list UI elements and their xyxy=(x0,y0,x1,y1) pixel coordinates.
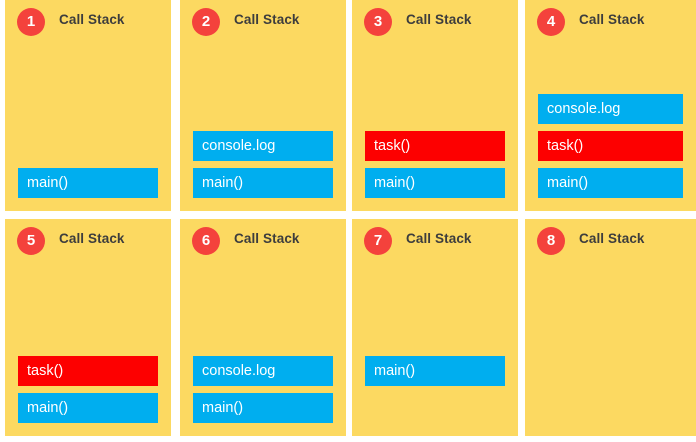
panel-title: Call Stack xyxy=(579,12,645,27)
step-number-badge: 4 xyxy=(537,8,565,36)
stack-frame[interactable]: main() xyxy=(193,393,333,423)
stack-frame-empty xyxy=(365,393,505,423)
panel-header: 3 Call Stack xyxy=(364,8,510,38)
stack-frame[interactable]: main() xyxy=(18,393,158,423)
step-number-badge: 6 xyxy=(192,227,220,255)
panel-title: Call Stack xyxy=(579,231,645,246)
call-stack-panel: 5 Call Stack task() main() xyxy=(5,219,171,436)
stack-frame[interactable]: console.log xyxy=(193,356,333,386)
panel-header: 5 Call Stack xyxy=(17,227,163,257)
stack-frame[interactable]: console.log xyxy=(538,94,683,124)
panel-header: 6 Call Stack xyxy=(192,227,338,257)
panel-title: Call Stack xyxy=(406,231,472,246)
stack-frame[interactable]: task() xyxy=(18,356,158,386)
step-number-badge: 2 xyxy=(192,8,220,36)
panel-header: 8 Call Stack xyxy=(537,227,688,257)
call-stack-panel: 4 Call Stack console.log task() main() xyxy=(525,0,696,211)
stack-frame[interactable]: main() xyxy=(365,168,505,198)
panel-title: Call Stack xyxy=(234,231,300,246)
step-number-badge: 3 xyxy=(364,8,392,36)
stack-frame[interactable]: console.log xyxy=(193,131,333,161)
stack-frame[interactable]: main() xyxy=(365,356,505,386)
step-number-badge: 7 xyxy=(364,227,392,255)
call-stack-panel: 1 Call Stack main() xyxy=(5,0,171,211)
panel-header: 1 Call Stack xyxy=(17,8,163,38)
call-stack-panel: 8 Call Stack xyxy=(525,219,696,436)
call-stack-panel: 2 Call Stack console.log main() xyxy=(180,0,346,211)
stack-frames-container: task() main() xyxy=(18,349,158,423)
stack-frames-container: console.log main() xyxy=(193,349,333,423)
panel-header: 4 Call Stack xyxy=(537,8,688,38)
step-number-badge: 8 xyxy=(537,227,565,255)
panel-header: 7 Call Stack xyxy=(364,227,510,257)
stack-frame[interactable]: main() xyxy=(538,168,683,198)
call-stack-panel: 3 Call Stack task() main() xyxy=(352,0,518,211)
stack-frame[interactable]: main() xyxy=(18,168,158,198)
stack-frames-container: console.log task() main() xyxy=(538,87,683,198)
step-number-badge: 5 xyxy=(17,227,45,255)
stack-frames-container: task() main() xyxy=(365,124,505,198)
panel-title: Call Stack xyxy=(59,12,125,27)
step-number-badge: 1 xyxy=(17,8,45,36)
stack-frame[interactable]: task() xyxy=(365,131,505,161)
panel-title: Call Stack xyxy=(234,12,300,27)
stack-frames-container: console.log main() xyxy=(193,124,333,198)
panel-title: Call Stack xyxy=(406,12,472,27)
panel-header: 2 Call Stack xyxy=(192,8,338,38)
call-stack-panel: 6 Call Stack console.log main() xyxy=(180,219,346,436)
stack-frame[interactable]: main() xyxy=(193,168,333,198)
stack-frames-container: main() xyxy=(365,349,505,423)
panel-title: Call Stack xyxy=(59,231,125,246)
stack-frames-container: main() xyxy=(18,161,158,198)
stack-frame[interactable]: task() xyxy=(538,131,683,161)
call-stack-panel: 7 Call Stack main() xyxy=(352,219,518,436)
